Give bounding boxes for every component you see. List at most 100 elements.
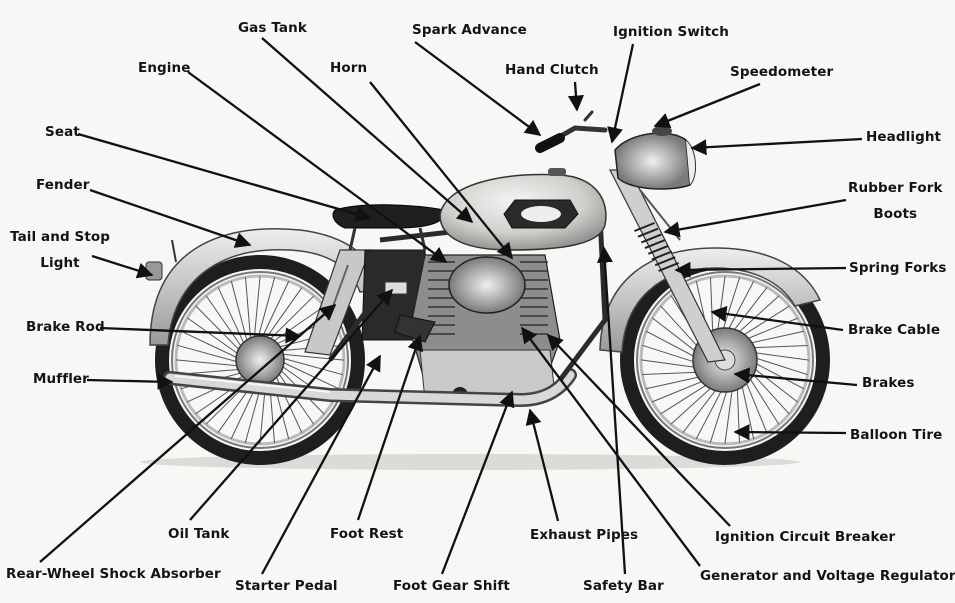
leader-ignition-switch <box>607 43 635 144</box>
front-wheel-spoke <box>748 355 808 376</box>
handlebar <box>535 110 608 153</box>
ground-shadow <box>140 454 800 470</box>
label-brake-rod: Brake Rod <box>26 319 105 335</box>
rear-wheel-spoke <box>268 305 325 345</box>
leader-hand-clutch <box>567 81 584 112</box>
leader-muffler <box>86 373 174 390</box>
leader-starter-pedal <box>260 354 382 575</box>
front-wheel-spoke <box>745 345 808 349</box>
rear-wheel-spoke <box>187 317 243 358</box>
leader-fender <box>89 188 252 248</box>
label-balloon-tire: Balloon Tire <box>850 427 943 443</box>
label-horn: Horn <box>330 60 368 76</box>
leader-gas-tank <box>261 37 474 224</box>
leader-balloon-tire <box>733 424 847 441</box>
label-gas-tank: Gas Tank <box>238 20 307 36</box>
label-rubber-fork-boots: Rubber Fork Boots <box>848 175 943 227</box>
rear-wheel-spoke <box>277 356 343 376</box>
front-wheel-spoke <box>645 330 702 361</box>
fork-boot-rib <box>654 256 676 267</box>
front-wheel-spoke <box>748 359 805 390</box>
label-fender: Fender <box>36 177 90 193</box>
front-wheel-spoke <box>651 317 702 357</box>
label-ignition-circuit-breaker: Ignition Circuit Breaker <box>715 529 896 545</box>
label-muffler: Muffler <box>33 371 89 387</box>
front-wheel-spoke <box>640 359 703 369</box>
leader-speedometer <box>653 82 761 129</box>
label-tail-and-stop-light: Tail and Stop Light <box>10 224 110 276</box>
engine <box>394 254 561 403</box>
rear-wheel-spoke <box>180 330 243 361</box>
label-foot-rest: Foot Rest <box>330 526 404 542</box>
rear-wheel-spoke <box>273 371 303 434</box>
rear-wheel-spoke <box>205 295 245 352</box>
front-wheel-spoke <box>742 375 768 433</box>
front-wheel-spoke <box>748 363 799 403</box>
front-wheel-spoke <box>747 351 810 361</box>
rear-wheel-spoke <box>175 359 244 367</box>
front-fender <box>599 247 822 353</box>
front-wheel-spoke <box>670 382 718 425</box>
rear-wheel-spoke <box>253 275 261 344</box>
label-spring-forks: Spring Forks <box>849 260 947 276</box>
front-wheel-spoke <box>720 277 741 337</box>
leader-ignition-circuit-breaker <box>546 333 731 527</box>
front-wheel-spoke <box>724 280 755 337</box>
front-wheel-spoke <box>709 383 730 443</box>
gas-tank <box>439 168 607 251</box>
leader-headlight <box>690 137 863 156</box>
front-wheel-spoke <box>736 305 790 340</box>
label-tail-and-stop-light-line2: Light <box>40 255 80 271</box>
leader-foot-rest <box>356 334 424 521</box>
label-exhaust-pipes: Exhaust Pipes <box>530 527 639 543</box>
leader-lines <box>39 37 863 575</box>
label-speedometer: Speedometer <box>730 64 834 80</box>
label-safety-bar: Safety Bar <box>583 578 664 594</box>
leader-brake-cable <box>710 305 844 332</box>
rear-wheel-spoke <box>217 286 247 349</box>
fork-boot-rib <box>637 227 659 238</box>
leader-rubber-fork-boots <box>663 198 847 238</box>
label-rubber-fork-boots-line2: Boots <box>873 206 918 222</box>
leader-brakes <box>733 367 858 387</box>
label-rubber-fork-boots-line1: Rubber Fork <box>848 180 943 196</box>
fork-boot-rib <box>651 250 673 261</box>
leader-brake-rod <box>99 326 302 344</box>
leader-seat <box>77 132 372 222</box>
front-wheel-spoke <box>660 305 703 353</box>
fork-boot-rib <box>644 239 666 250</box>
front-wheel-spoke <box>642 344 702 365</box>
leader-safety-bar <box>596 246 627 575</box>
label-headlight: Headlight <box>866 129 942 145</box>
leader-horn <box>369 81 514 260</box>
leader-rear-wheel-shock-absorber <box>39 303 337 563</box>
rear-wheel-spoke <box>256 277 276 343</box>
label-oil-tank: Oil Tank <box>168 526 230 542</box>
front-wheel-spoke <box>724 382 734 445</box>
leader-engine <box>187 71 448 263</box>
label-brakes: Brakes <box>862 375 915 391</box>
leader-spring-forks <box>674 261 847 278</box>
rear-wheel-spoke <box>230 280 249 347</box>
leader-foot-gear-shift <box>440 390 515 575</box>
leader-oil-tank <box>189 288 394 521</box>
label-ignition-switch: Ignition Switch <box>613 24 729 40</box>
fork-boot-rib <box>647 244 669 255</box>
front-wheel-spoke <box>728 286 768 337</box>
fork-boot-rib <box>634 222 655 232</box>
label-foot-gear-shift: Foot Gear Shift <box>393 578 510 594</box>
label-tail-and-stop-light-line1: Tail and Stop <box>10 229 111 245</box>
front-wheel-spoke <box>642 371 705 375</box>
rear-wheel-spoke <box>177 344 243 364</box>
leader-tail-and-stop-light <box>91 254 154 279</box>
leader-exhaust-pipes <box>525 408 560 522</box>
front-wheel-spoke <box>660 380 714 415</box>
front-wheel-spoke <box>652 377 710 403</box>
front-wheel-spoke <box>739 378 755 440</box>
label-starter-pedal: Starter Pedal <box>235 578 338 594</box>
front-wheel-spoke <box>743 330 805 346</box>
rear-wheel-spoke <box>262 287 303 343</box>
front-wheel-spoke <box>645 374 707 390</box>
